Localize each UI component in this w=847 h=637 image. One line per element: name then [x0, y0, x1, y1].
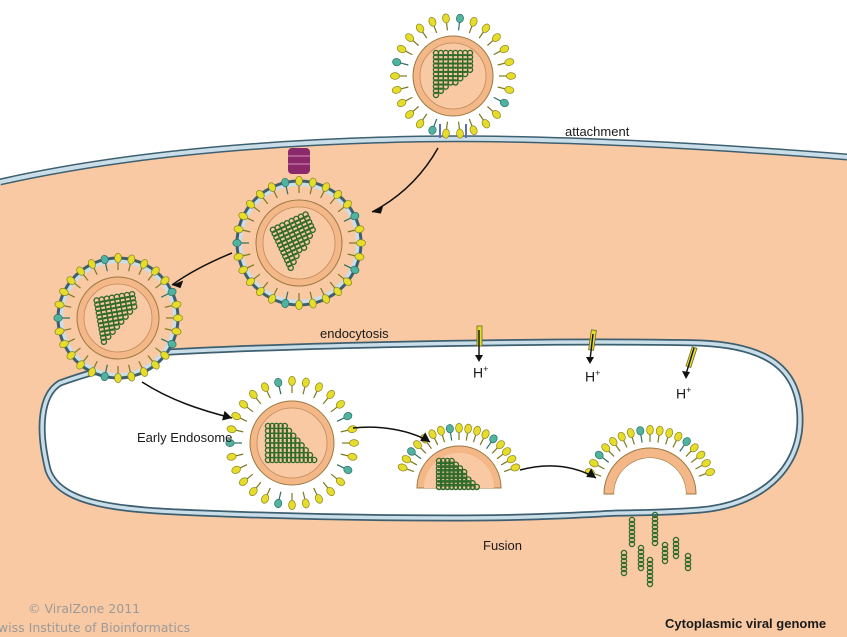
- virion-attaching: [389, 12, 517, 140]
- label-fusion: Fusion: [483, 538, 523, 553]
- label-cytoplasmic-genome: Cytoplasmic viral genome: [665, 616, 827, 631]
- proton-pump-3: [682, 346, 698, 379]
- label-attachment: attachment: [565, 124, 630, 139]
- credit-copyright: © ViralZone 2011: [28, 601, 141, 616]
- virion-vesicle-merging: [53, 252, 184, 384]
- virion-opened: [583, 424, 717, 495]
- label-early-endosome: Early Endosome: [137, 430, 233, 445]
- flow-arrows: [141, 147, 597, 479]
- credit-institute: Swiss Institute of Bioinformatics: [0, 620, 191, 635]
- arrow-heads: [172, 205, 596, 478]
- proton-label-1: H+: [473, 364, 489, 381]
- proton-label-2: H+: [585, 368, 601, 385]
- virion-fusing: [396, 422, 522, 491]
- label-endocytosis: endocytosis: [320, 326, 389, 341]
- proton-pump-1: [475, 325, 483, 362]
- receptor-attachment: [439, 124, 467, 138]
- proton-label-3: H+: [676, 385, 692, 402]
- virion-early-endosome: [225, 375, 360, 511]
- clathrin-neck: [288, 148, 310, 174]
- proton-pump-2: [586, 329, 597, 364]
- virion-endocytic-vesicle: [232, 175, 367, 311]
